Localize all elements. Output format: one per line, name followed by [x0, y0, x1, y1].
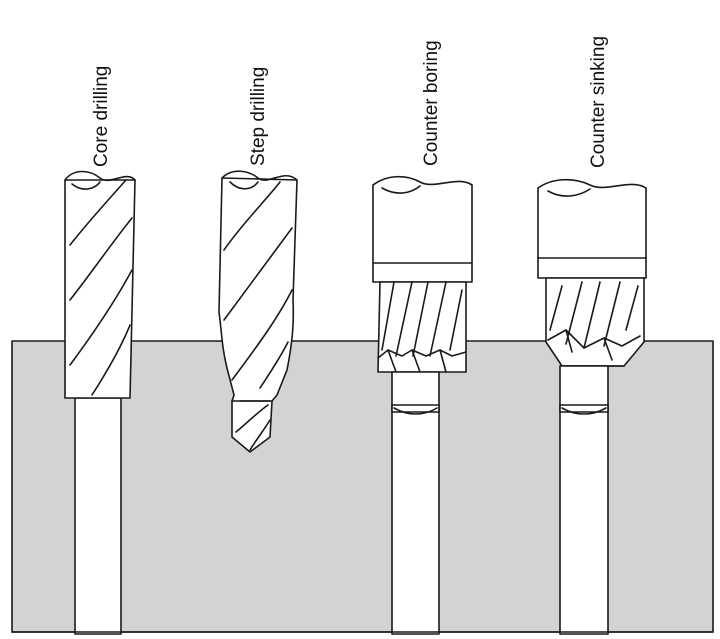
counter-sinking-hole — [559, 404, 609, 635]
counter-boring-tool — [372, 175, 473, 415]
label-counter-boring: Counter boring — [421, 40, 442, 166]
counter-sinking-tool — [537, 178, 647, 415]
core-drilling-hole — [74, 397, 122, 635]
label-counter-sinking: Counter sinking — [588, 36, 609, 168]
counter-boring-hole — [391, 404, 440, 635]
step-drill-tool — [218, 170, 298, 453]
label-step-drilling: Step drilling — [248, 67, 269, 166]
core-drill-tool — [64, 170, 136, 399]
label-core-drilling: Core drilling — [91, 66, 112, 167]
